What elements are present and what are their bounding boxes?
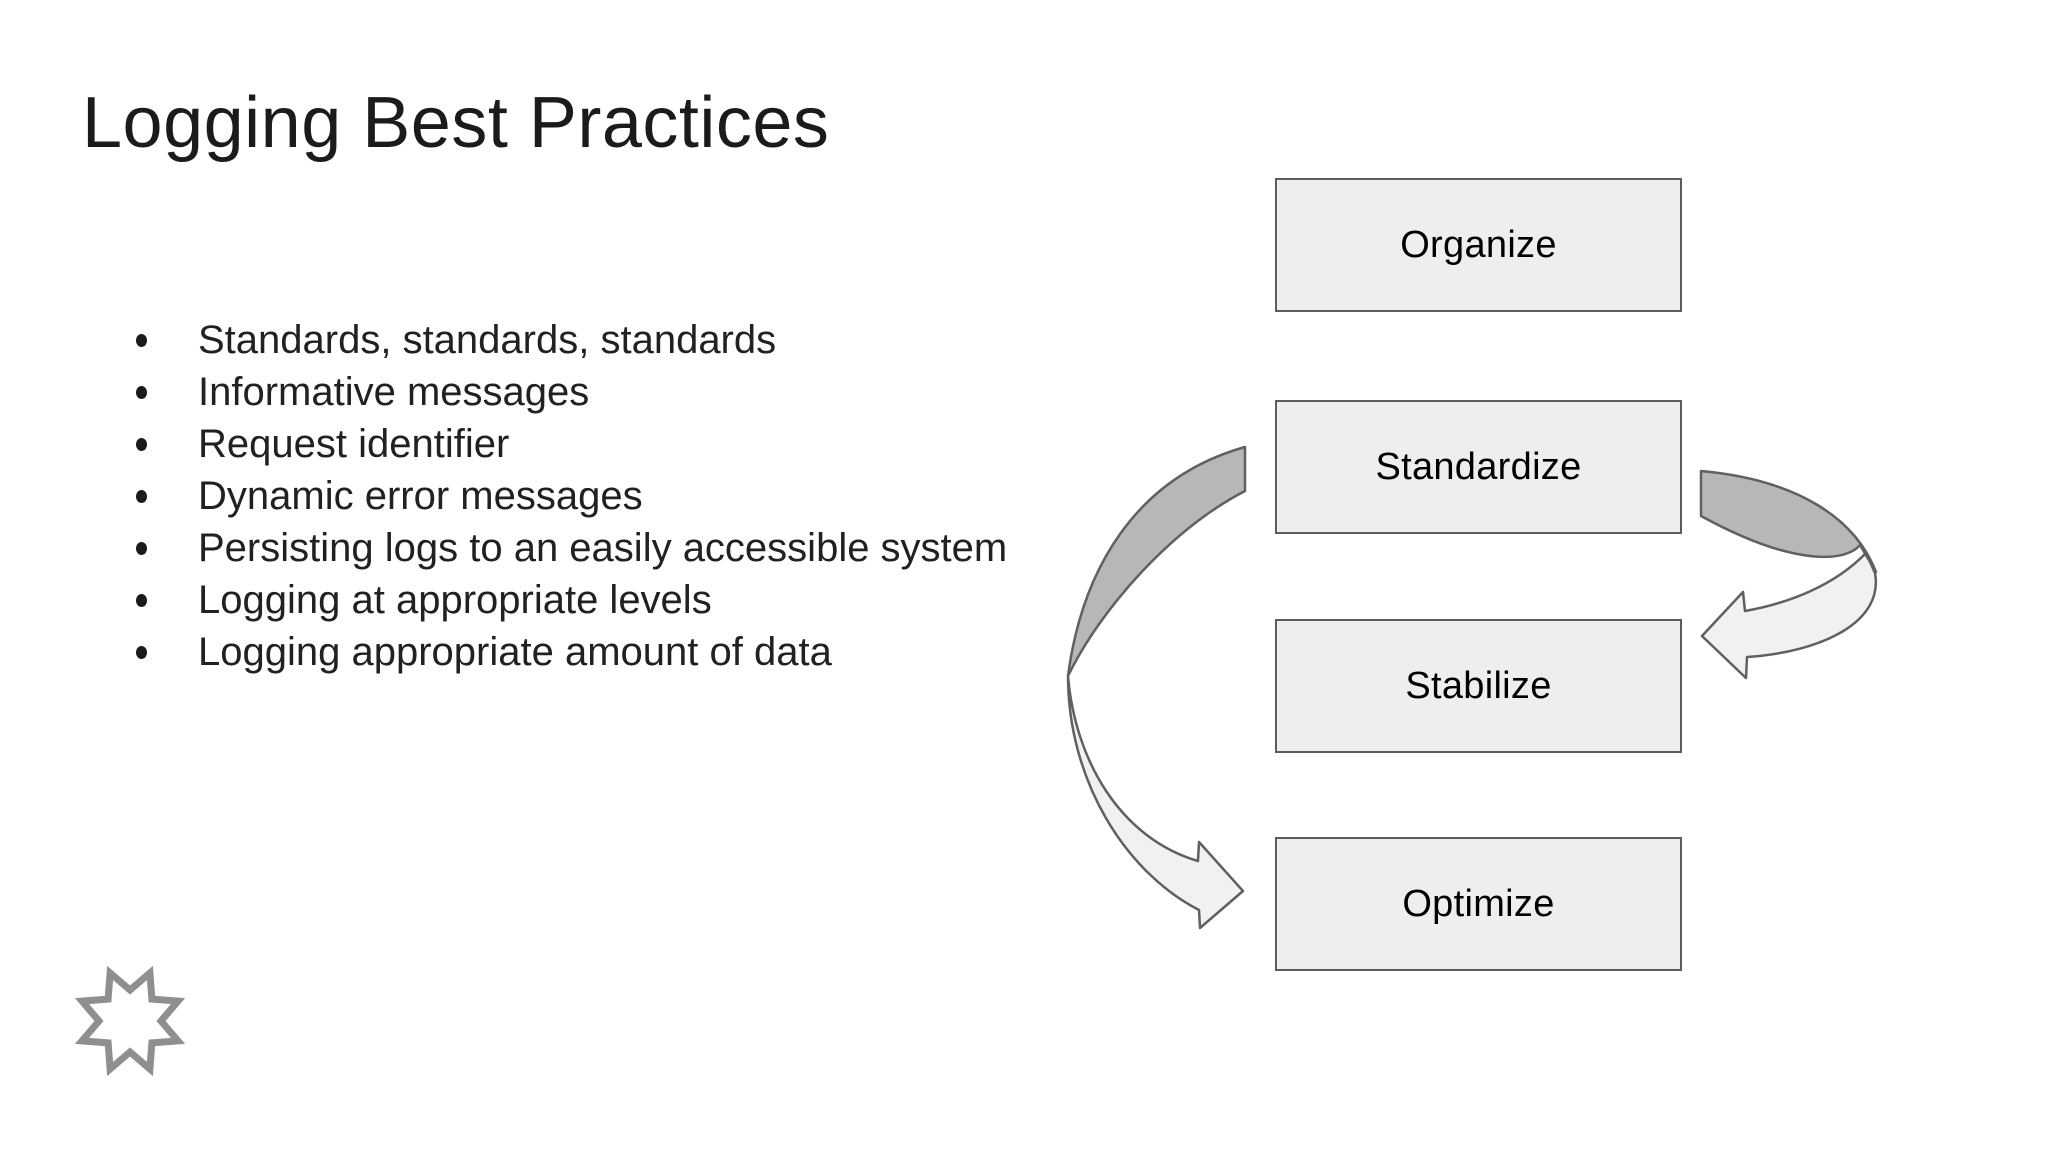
left-arrow-front-ribbon (1066, 674, 1245, 930)
list-item: Logging appropriate amount of data (136, 626, 1020, 678)
list-item: Logging at appropriate levels (136, 574, 1020, 626)
step-box-stabilize: Stabilize (1275, 619, 1682, 753)
step-box-organize: Organize (1275, 178, 1682, 312)
step-label: Optimize (1402, 882, 1555, 925)
starburst-logo-icon (74, 965, 186, 1077)
right-curved-arrow (1699, 469, 1878, 680)
right-arrow-front-ribbon (1700, 551, 1878, 680)
step-label: Standardize (1375, 445, 1582, 488)
step-label: Organize (1400, 223, 1557, 266)
bullet-list: Standards, standards, standards Informat… (136, 314, 1020, 678)
left-curved-arrow (1066, 445, 1247, 930)
page-title: Logging Best Practices (82, 83, 830, 163)
step-label: Stabilize (1405, 664, 1552, 707)
list-item: Standards, standards, standards (136, 314, 1020, 366)
list-item: Persisting logs to an easily accessible … (136, 522, 1020, 574)
list-item: Request identifier (136, 418, 1020, 470)
right-arrow-back-ribbon (1699, 469, 1878, 574)
step-box-standardize: Standardize (1275, 400, 1682, 534)
left-arrow-back-ribbon (1066, 445, 1247, 678)
step-box-optimize: Optimize (1275, 837, 1682, 971)
list-item: Dynamic error messages (136, 470, 1020, 522)
list-item: Informative messages (136, 366, 1020, 418)
